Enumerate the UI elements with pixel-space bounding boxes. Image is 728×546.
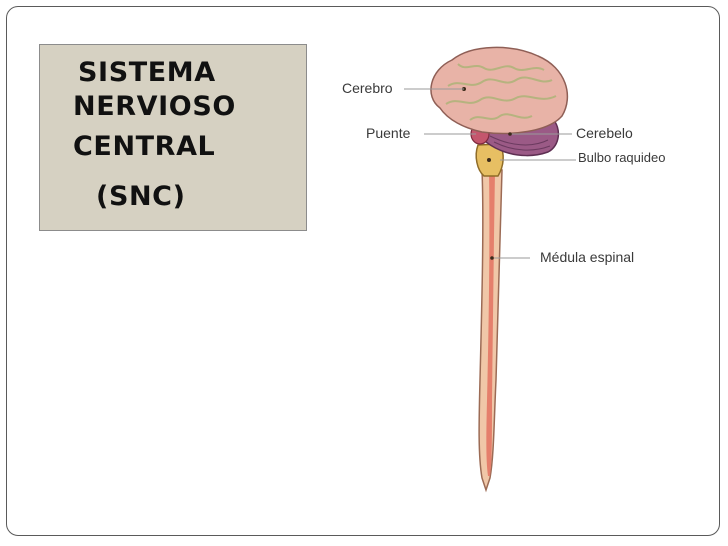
title-line-1: SISTEMA — [78, 57, 216, 88]
title-line-3: CENTRAL — [73, 131, 216, 162]
title-box: SISTEMA NERVIOSO CENTRAL (SNC) — [39, 44, 307, 231]
cerebrum — [430, 46, 569, 135]
label-puente: Puente — [366, 125, 411, 141]
title-line-4: (SNC) — [96, 181, 186, 212]
label-medula: Médula espinal — [540, 249, 634, 265]
label-bulbo: Bulbo raquideo — [578, 150, 665, 165]
title-line-2: NERVIOSO — [73, 91, 236, 122]
leader-lines — [404, 88, 576, 259]
label-cerebelo: Cerebelo — [576, 125, 633, 141]
spinal-cord — [478, 169, 503, 493]
label-cerebro: Cerebro — [342, 80, 393, 96]
